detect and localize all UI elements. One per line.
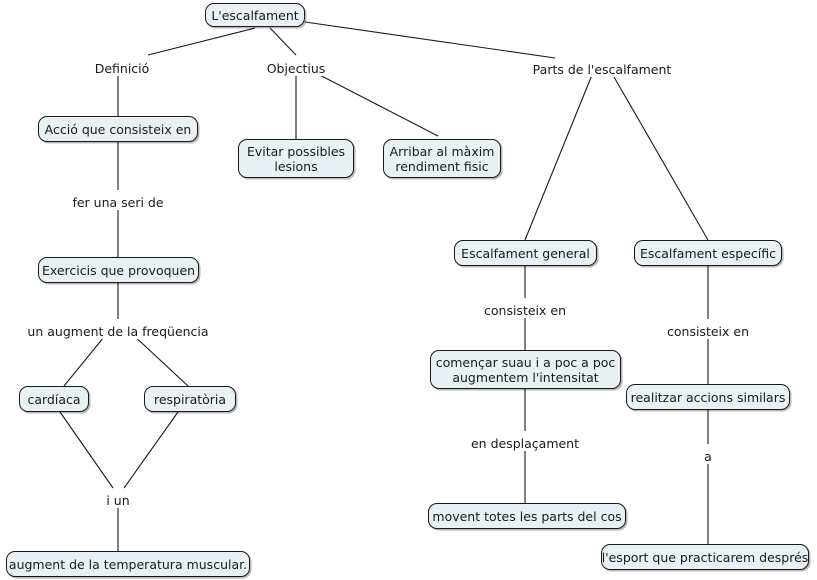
node-comencar[interactable]: començar suau i a poc a poc augmentem l'… — [430, 350, 621, 389]
link-label-augment-freq: un augment de la freqüencia — [25, 324, 211, 339]
node-exercicis[interactable]: Exercicis que provoquen — [38, 257, 199, 283]
edge-root-parts — [304, 21, 556, 59]
node-temperatura[interactable]: augment de la temperatura muscular. — [6, 551, 250, 577]
edge-parts-general — [524, 69, 595, 241]
node-cardiaca[interactable]: cardíaca — [19, 386, 89, 412]
node-accio[interactable]: Acció que consisteix en — [38, 116, 198, 142]
edge-root-definicio — [147, 27, 256, 56]
link-label-i-un: i un — [104, 493, 132, 508]
node-esport[interactable]: l'esport que practicarem després — [601, 544, 809, 570]
node-respira[interactable]: respiratòria — [144, 386, 236, 412]
link-label-objectius: Objectius — [264, 61, 328, 76]
edge-augment-cardiaca — [63, 331, 109, 387]
link-label-desplacament: en desplaçament — [468, 436, 582, 451]
edge-augment-respiratoria — [129, 331, 189, 387]
link-label-consisteix2: consisteix en — [665, 324, 751, 339]
link-label-definicio: Definició — [92, 61, 152, 76]
link-label-consisteix1: consisteix en — [482, 303, 568, 318]
link-label-a: a — [702, 449, 714, 464]
node-general[interactable]: Escalfament general — [454, 240, 597, 266]
node-realitzar[interactable]: realitzar accions similars — [626, 384, 790, 410]
node-especific[interactable]: Escalfament específic — [634, 240, 782, 266]
edge-objectius-arribar — [309, 69, 439, 137]
link-label-parts: Parts de l'escalfament — [530, 62, 674, 77]
edge-respiratoria-iun — [123, 411, 179, 489]
link-label-fer-seri: fer una seri de — [70, 195, 166, 210]
edge-parts-especific — [609, 69, 709, 241]
node-evitar[interactable]: Evitar possibles lesions — [238, 139, 354, 178]
node-movent[interactable]: movent totes les parts del cos — [428, 503, 626, 529]
edge-cardiaca-iun — [59, 411, 114, 489]
node-arribar[interactable]: Arribar al màxim rendiment fisic — [383, 139, 501, 178]
node-root[interactable]: L'escalfament — [205, 3, 305, 27]
edge-root-objectius — [269, 27, 297, 56]
